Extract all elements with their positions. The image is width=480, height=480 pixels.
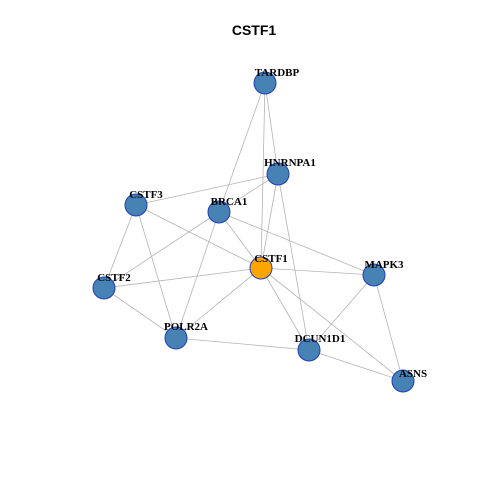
node-asns: [391, 369, 415, 393]
node-label-cstf3: CSTF3: [129, 189, 163, 201]
node-label-tardbp: TARDBP: [255, 67, 300, 79]
edge-cstf1-asns: [260, 267, 404, 382]
node-label-dcun1d1: DCUN1D1: [295, 333, 346, 345]
edge-cstf1-cstf2: [103, 267, 262, 289]
node-label-hnrnpa1: HNRNPA1: [264, 157, 316, 169]
edge-mapk3-dcun1d1: [308, 274, 375, 351]
node-label-mapk3: MAPK3: [364, 259, 404, 271]
edge-hnrnpa1-cstf3: [135, 173, 279, 206]
node-label-polr2a: POLR2A: [164, 321, 208, 333]
edge-mapk3-asns: [373, 274, 404, 382]
node-cstf1: [249, 256, 273, 280]
node-polr2a: [164, 326, 188, 350]
edge-dcun1d1-asns: [308, 349, 404, 382]
edge-hnrnpa1-brca1: [218, 173, 279, 213]
edge-cstf1-dcun1d1: [260, 267, 310, 351]
edges-layer: [103, 82, 404, 382]
graph-title: CSTF1: [232, 22, 277, 38]
node-label-cstf1: CSTF1: [254, 253, 288, 265]
node-cstf2: [92, 276, 116, 300]
edge-polr2a-dcun1d1: [175, 337, 310, 351]
edge-tardbp-brca1: [218, 82, 266, 213]
edge-brca1-cstf2: [103, 211, 220, 289]
edge-tardbp-hnrnpa1: [264, 82, 279, 175]
nodes-layer: [92, 71, 415, 393]
node-hnrnpa1: [266, 162, 290, 186]
edge-cstf2-polr2a: [103, 287, 177, 339]
node-dcun1d1: [297, 338, 321, 362]
edge-cstf1-mapk3: [260, 267, 375, 276]
edge-cstf3-polr2a: [135, 204, 177, 339]
node-label-asns: ASNS: [399, 368, 427, 380]
edge-cstf1-polr2a: [175, 267, 262, 339]
edge-tardbp-cstf1: [260, 82, 266, 269]
edge-brca1-mapk3: [218, 211, 375, 276]
node-label-brca1: BRCA1: [211, 196, 248, 208]
node-cstf3: [124, 193, 148, 217]
node-mapk3: [362, 263, 386, 287]
edge-hnrnpa1-dcun1d1: [277, 173, 310, 351]
edge-brca1-cstf1: [218, 211, 262, 269]
edge-hnrnpa1-cstf1: [260, 173, 279, 269]
node-tardbp: [253, 71, 277, 95]
edge-cstf3-cstf2: [103, 204, 137, 289]
node-label-cstf2: CSTF2: [97, 272, 131, 284]
edge-cstf3-cstf1: [135, 204, 262, 269]
edge-brca1-polr2a: [175, 211, 220, 339]
node-brca1: [207, 200, 231, 224]
